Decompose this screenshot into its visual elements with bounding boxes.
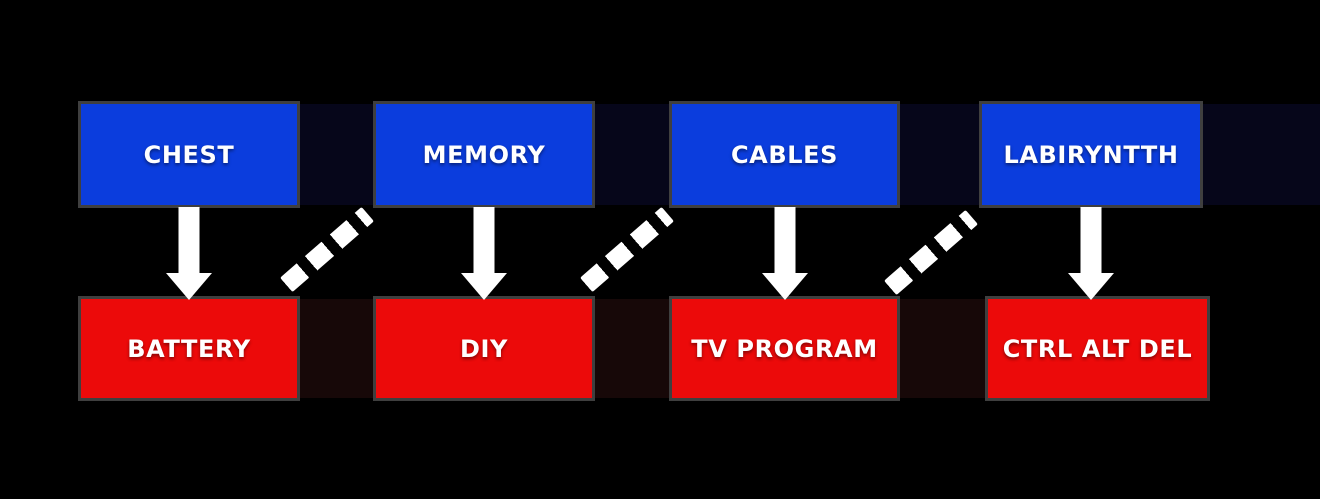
dashed-diagonal-icon [884,209,978,296]
top-row-gap-strip [592,104,672,205]
arrow-shaft [178,207,200,275]
top-row-gap-strip [297,104,376,205]
red-card-battery[interactable]: BATTERY [81,299,297,398]
card-label: BATTERY [127,334,251,363]
card-label: LABIRYNTTH [1003,140,1179,169]
blue-card-memory[interactable]: MEMORY [376,104,592,205]
card-label: CHEST [143,140,235,169]
dashed-diagonal-icon [280,206,374,293]
arrow-head [166,273,212,300]
bottom-row-gap-strip [297,299,376,398]
red-card-tv-program[interactable]: TV PROGRAM [672,299,897,398]
arrow-shaft [473,207,495,275]
card-label: MEMORY [422,140,546,169]
red-card-ctrl-alt-del[interactable]: CTRL ALT DEL [988,299,1207,398]
blue-card-cables[interactable]: CABLES [672,104,897,205]
down-arrow-icon [1068,207,1114,301]
blue-card-chest[interactable]: CHEST [81,104,297,205]
down-arrow-icon [762,207,808,301]
arrow-shaft [774,207,796,275]
top-row-gap-strip [897,104,982,205]
blue-card-labiryntth[interactable]: LABIRYNTTH [982,104,1200,205]
bottom-row-gap-strip [592,299,672,398]
dashed-diagonal-icon [580,206,674,293]
red-card-diy[interactable]: DIY [376,299,592,398]
card-label: DIY [459,334,509,363]
card-label: CTRL ALT DEL [1002,334,1193,363]
arrow-head [762,273,808,300]
card-label: TV PROGRAM [691,334,878,363]
card-label: CABLES [730,140,839,169]
down-arrow-icon [166,207,212,301]
arrow-head [461,273,507,300]
arrow-shaft [1080,207,1102,275]
bottom-row-gap-strip [897,299,988,398]
arrow-head [1068,273,1114,300]
down-arrow-icon [461,207,507,301]
top-row-gap-strip [1200,104,1320,205]
